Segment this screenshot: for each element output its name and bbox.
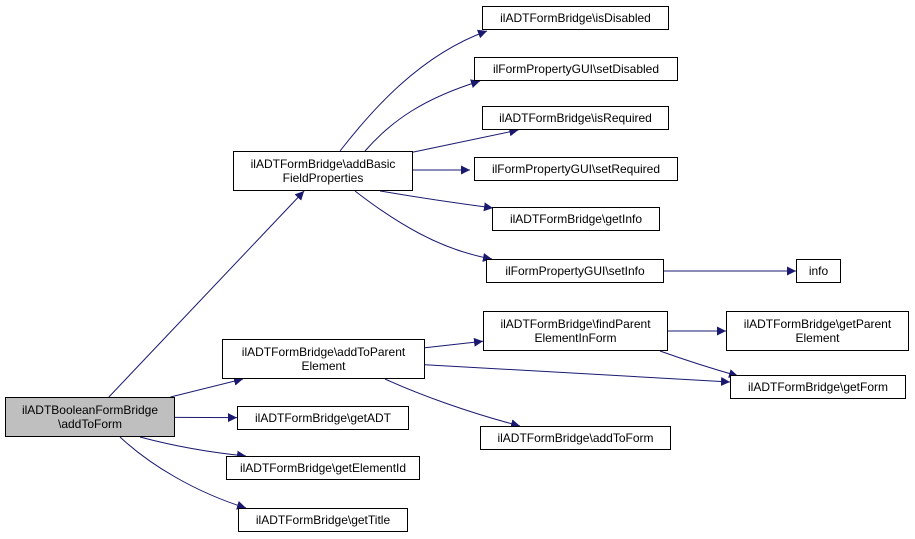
node-label: info bbox=[808, 264, 829, 278]
node-label: ilADTFormBridge\getADT bbox=[254, 411, 392, 425]
node-label: \addToForm bbox=[57, 417, 123, 431]
node-isDisabled[interactable]: ilADTFormBridge\isDisabled bbox=[482, 6, 669, 30]
edge-addBasic-isDisabled bbox=[339, 29, 488, 152]
edge-addBasic-setInfo bbox=[354, 190, 493, 262]
node-addToForm[interactable]: ilADTFormBridge\addToForm bbox=[480, 426, 671, 450]
node-info[interactable]: info bbox=[796, 259, 841, 283]
node-getElementId[interactable]: ilADTFormBridge\getElementId bbox=[226, 456, 420, 480]
edge-addBasic-isRequired bbox=[412, 127, 519, 153]
node-getADT[interactable]: ilADTFormBridge\getADT bbox=[237, 406, 409, 430]
node-label: ilADTFormBridge\getInfo bbox=[509, 212, 643, 226]
node-label: ilADTFormBridge\getTitle bbox=[255, 513, 391, 527]
node-label: ilFormPropertyGUI\setInfo bbox=[505, 264, 645, 278]
node-getInfo[interactable]: ilADTFormBridge\getInfo bbox=[492, 207, 660, 231]
node-getForm[interactable]: ilADTFormBridge\getForm bbox=[730, 375, 906, 399]
node-label: FieldProperties bbox=[282, 171, 364, 185]
node-getTitle[interactable]: ilADTFormBridge\getTitle bbox=[238, 508, 408, 532]
node-label: ilADTFormBridge\getParent bbox=[743, 317, 892, 331]
node-root[interactable]: ilADTBooleanFormBridge\addToForm bbox=[5, 397, 175, 437]
edge-root-addToParent bbox=[170, 376, 244, 398]
node-setRequired[interactable]: ilFormPropertyGUI\setRequired bbox=[474, 157, 678, 181]
node-label: ilFormPropertyGUI\setDisabled bbox=[492, 62, 660, 76]
node-label: ilADTBooleanFormBridge bbox=[21, 403, 159, 417]
node-label: ilADTFormBridge\getForm bbox=[747, 380, 889, 394]
node-label: ElementInForm bbox=[534, 331, 617, 345]
node-setDisabled[interactable]: ilFormPropertyGUI\setDisabled bbox=[474, 57, 678, 81]
node-label: ilADTFormBridge\isDisabled bbox=[500, 11, 651, 25]
edge-addBasic-setDisabled bbox=[364, 79, 481, 152]
node-label: ilADTFormBridge\addToParent bbox=[241, 345, 406, 359]
node-label: Element bbox=[795, 331, 840, 345]
node-setInfo[interactable]: ilFormPropertyGUI\setInfo bbox=[486, 259, 664, 283]
node-label: ilFormPropertyGUI\setRequired bbox=[491, 162, 661, 176]
node-label: ilADTFormBridge\isRequired bbox=[499, 111, 652, 125]
node-label: Element bbox=[301, 359, 346, 373]
node-label: ilADTFormBridge\addToForm bbox=[497, 431, 654, 445]
node-label: ilADTFormBridge\getElementId bbox=[239, 461, 407, 475]
node-label: ilADTFormBridge\findParent bbox=[500, 317, 651, 331]
edge-addToParent-addToForm bbox=[384, 378, 521, 429]
edge-root-getTitle bbox=[119, 436, 247, 510]
edge-addBasic-getInfo bbox=[379, 190, 494, 212]
edge-root-addBasic bbox=[108, 190, 305, 398]
edge-addToParent-getForm bbox=[424, 364, 731, 386]
edge-findParent-getForm bbox=[659, 350, 739, 378]
edge-root-getElementId bbox=[139, 436, 247, 460]
edge-addToParent-findParent bbox=[424, 337, 484, 349]
node-label: ilADTFormBridge\addBasic bbox=[250, 157, 396, 171]
node-isRequired[interactable]: ilADTFormBridge\isRequired bbox=[482, 106, 669, 130]
